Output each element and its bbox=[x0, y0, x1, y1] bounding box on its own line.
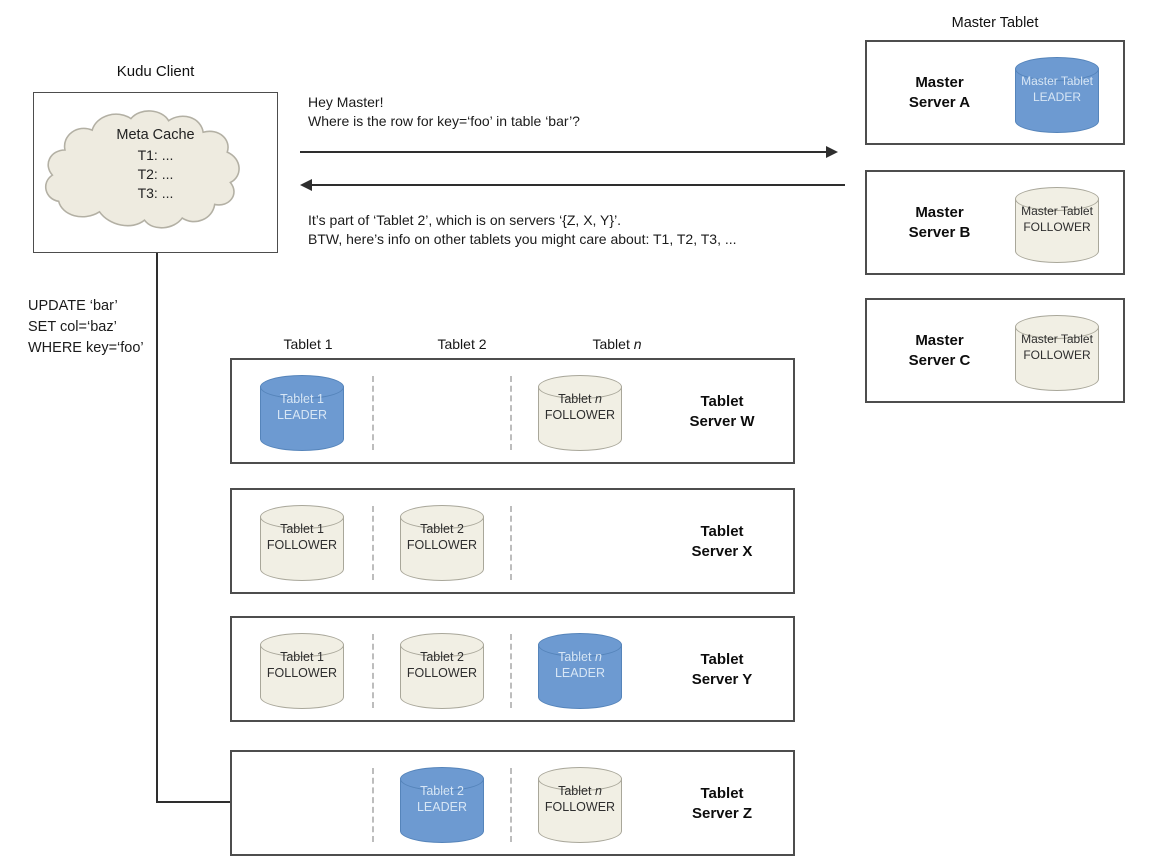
slot-divider bbox=[372, 768, 374, 842]
slot-divider bbox=[372, 376, 374, 450]
kudu-client-title: Kudu Client bbox=[116, 63, 195, 80]
meta-cache-entry: T3: ... bbox=[137, 185, 174, 201]
tablet-server-w-label: Tablet Server W bbox=[689, 393, 755, 430]
response-message: It’s part of ‘Tablet 2’, which is on ser… bbox=[308, 211, 737, 249]
meta-cache-cloud-icon bbox=[44, 110, 240, 229]
column-header-tablet-2: Tablet 2 bbox=[437, 336, 487, 352]
slot-divider bbox=[372, 506, 374, 580]
request-message: Hey Master! Where is the row for key=‘fo… bbox=[308, 93, 580, 131]
tablet-server-x-label: Tablet Server X bbox=[691, 523, 753, 560]
response-line: BTW, here’s info on other tablets you mi… bbox=[308, 231, 737, 247]
meta-cache-entry: T2: ... bbox=[137, 166, 174, 182]
response-line: It’s part of ‘Tablet 2’, which is on ser… bbox=[308, 212, 622, 228]
request-arrow bbox=[300, 151, 827, 153]
tablet-server-z-label: Tablet Server Z bbox=[691, 785, 753, 822]
query-line: SET col=‘baz’ bbox=[28, 319, 117, 335]
response-arrowhead-icon bbox=[300, 179, 312, 191]
master-tablet-title: Master Tablet bbox=[951, 15, 1039, 31]
request-line: Where is the row for key=‘foo’ in table … bbox=[308, 113, 580, 129]
meta-cache-title: Meta Cache bbox=[116, 127, 195, 143]
request-arrowhead-icon bbox=[826, 146, 838, 158]
tablet-server-y-label: Tablet Server Y bbox=[691, 651, 753, 688]
kudu-client-box: Meta Cache T1: ... T2: ... T3: ... bbox=[33, 92, 278, 253]
meta-cache-entry: T1: ... bbox=[137, 147, 174, 163]
slot-divider bbox=[372, 634, 374, 708]
column-header-tablet-1: Tablet 1 bbox=[283, 336, 333, 352]
slot-divider bbox=[510, 768, 512, 842]
slot-divider bbox=[510, 506, 512, 580]
master-server-a-label: Master Server A bbox=[908, 74, 971, 111]
master-server-c-label: Master Server C bbox=[908, 332, 971, 369]
column-header-tablet-n: Tablet n bbox=[592, 336, 642, 352]
slot-divider bbox=[510, 634, 512, 708]
query-line: WHERE key=‘foo’ bbox=[28, 340, 144, 356]
slot-divider bbox=[510, 376, 512, 450]
master-server-b-label: Master Server B bbox=[908, 204, 971, 241]
response-arrow bbox=[311, 184, 845, 186]
update-connector-vertical bbox=[156, 253, 158, 803]
request-line: Hey Master! bbox=[308, 94, 384, 110]
meta-cache-content: Meta Cache T1: ... T2: ... T3: ... bbox=[34, 127, 277, 203]
update-query-text: UPDATE ‘bar’ SET col=‘baz’ WHERE key=‘fo… bbox=[28, 296, 144, 359]
query-line: UPDATE ‘bar’ bbox=[28, 298, 118, 314]
